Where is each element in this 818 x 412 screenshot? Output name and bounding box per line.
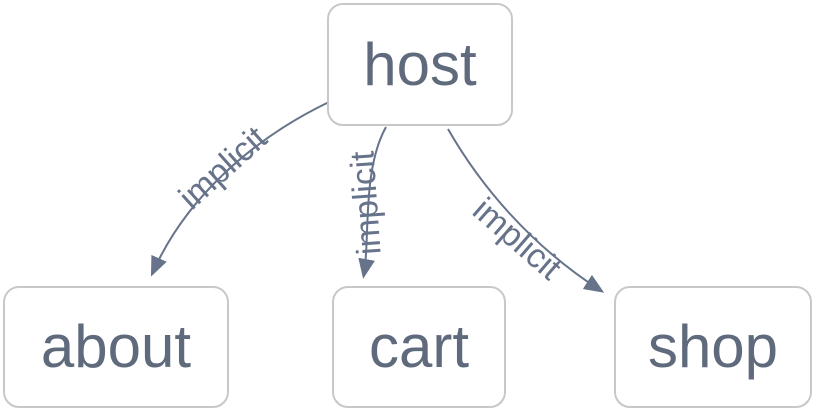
- edge-host-about: implicit: [150, 101, 330, 277]
- edge-line-host-about: [150, 101, 330, 277]
- edge-line-host-shop: [447, 128, 605, 293]
- node-cart-label: cart: [368, 313, 470, 380]
- edge-host-cart: implicit: [343, 126, 389, 279]
- edge-label-host-about: implicit: [172, 119, 275, 217]
- node-about[interactable]: about: [3, 286, 229, 408]
- edge-label-host-cart: implicit: [343, 149, 388, 256]
- node-shop-label: shop: [647, 313, 779, 380]
- edge-host-shop: implicit: [447, 128, 605, 293]
- edge-label-host-shop: implicit: [465, 191, 569, 288]
- node-cart[interactable]: cart: [332, 286, 506, 408]
- edge-line-host-cart: [358, 126, 387, 279]
- node-host[interactable]: host: [327, 3, 513, 126]
- node-host-label: host: [363, 30, 477, 98]
- node-shop[interactable]: shop: [614, 286, 812, 408]
- node-about-label: about: [40, 313, 192, 380]
